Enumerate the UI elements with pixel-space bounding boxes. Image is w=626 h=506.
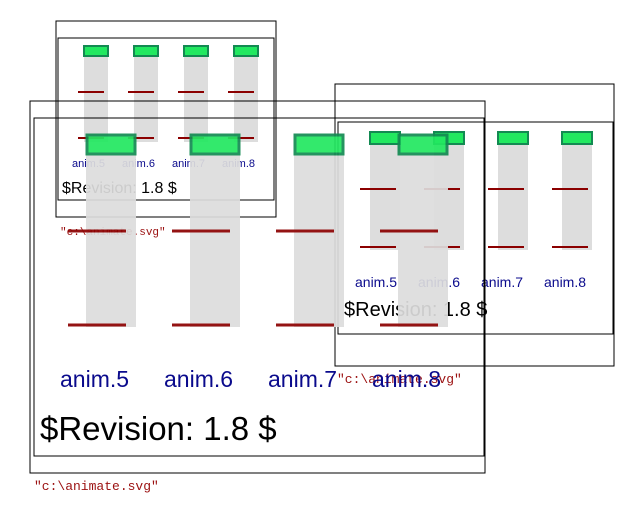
revision-text: $Revision: 1.8 $ [40, 410, 277, 447]
animation-track [370, 144, 400, 250]
anim-label: anim.7 [481, 274, 523, 290]
doc-front-outer-frame [29, 100, 486, 474]
animation-cap [83, 45, 109, 57]
anim-label: anim.7 [268, 366, 337, 392]
animation-cap [189, 133, 241, 156]
animation-track [398, 153, 448, 327]
animation-track [234, 56, 258, 142]
anim-label: anim.8 [372, 366, 441, 392]
animation-track [84, 56, 108, 142]
anim-label: anim.5 [60, 366, 129, 392]
file-path-text: "c:\animate.svg" [34, 479, 159, 494]
doc-back-left-inner-frame [57, 37, 275, 201]
animation-track [134, 56, 158, 142]
anim-column [68, 133, 137, 327]
animation-cap [133, 45, 159, 57]
animation-track [86, 153, 136, 327]
animation-cap [369, 131, 401, 145]
animation-track [294, 153, 344, 327]
doc-back-right: anim.5 anim.6 anim.7 anim.8 $Revision: 1… [334, 83, 615, 387]
anim-label: anim.6 [164, 366, 233, 392]
anim-column [552, 131, 593, 250]
anim-label: anim.8 [544, 274, 586, 290]
doc-front-inner-frame [33, 117, 485, 457]
anim-column [78, 45, 109, 142]
anim-column [172, 133, 241, 327]
anim-column [178, 45, 209, 142]
animation-cap [85, 133, 137, 156]
anim-column [276, 133, 345, 327]
animation-cap [397, 133, 449, 156]
animation-cap [497, 131, 529, 145]
anim-label: anim.5 [355, 274, 397, 290]
doc-front: anim.5 anim.6 anim.7 anim.8 $Revision: 1… [29, 100, 486, 494]
animation-cap [233, 45, 259, 57]
anim-column [128, 45, 159, 142]
anim-column [488, 131, 529, 250]
file-path-text: "c:\animate.svg" [337, 372, 462, 387]
animation-cap [561, 131, 593, 145]
animation-track [498, 144, 528, 250]
animation-track [190, 153, 240, 327]
anim-column [380, 133, 449, 327]
animation-track [184, 56, 208, 142]
animation-track [562, 144, 592, 250]
animation-cap [183, 45, 209, 57]
animation-cap [293, 133, 345, 156]
anim-column [228, 45, 259, 142]
